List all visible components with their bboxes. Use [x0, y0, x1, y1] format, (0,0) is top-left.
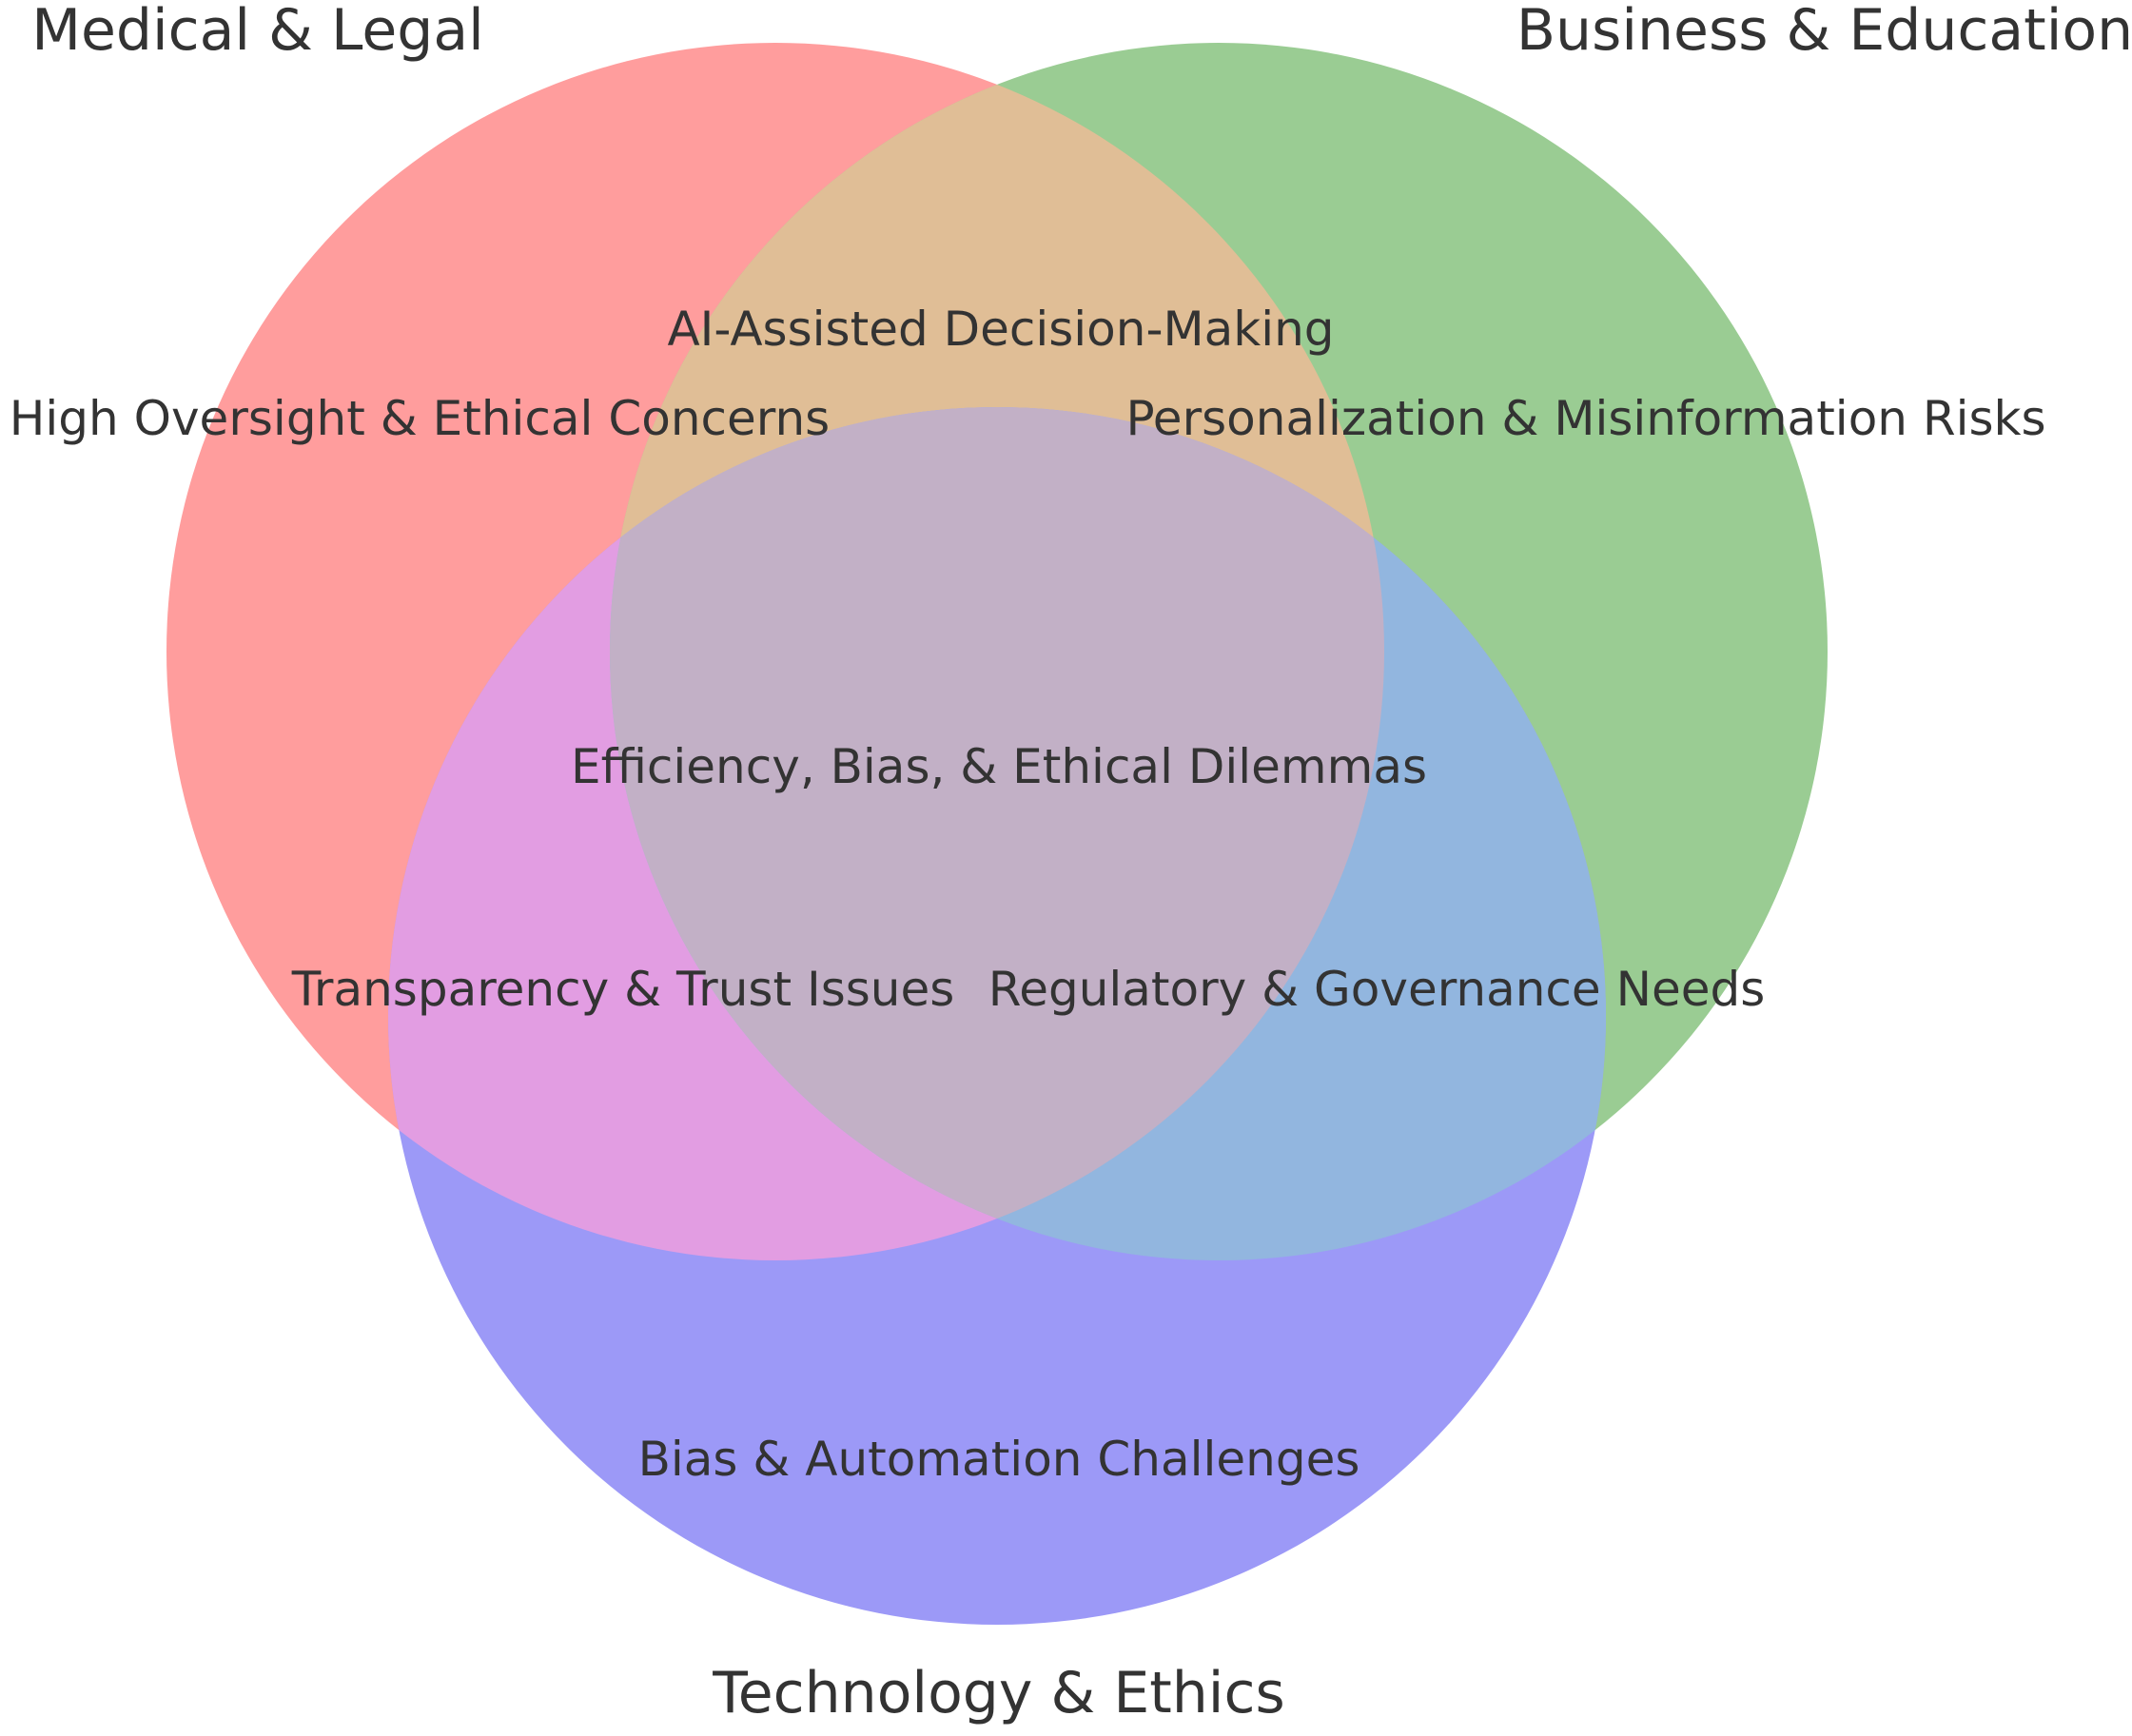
region-label-business-only: Personalization & Misinformation Risks: [1125, 391, 2046, 446]
set-label-business-education: Business & Education: [1516, 0, 2132, 64]
set-label-medical-legal: Medical & Legal: [31, 0, 484, 64]
center-overlap: [610, 407, 1384, 1260]
set-label-technology-ethics: Technology & Ethics: [713, 1660, 1285, 1726]
region-label-medical-technology: Transparency & Trust Issues: [291, 962, 955, 1017]
region-label-all-three: Efficiency, Bias, & Ethical Dilemmas: [570, 739, 1428, 794]
region-label-business-technology: Regulatory & Governance Needs: [988, 962, 1766, 1017]
region-label-technology-only: Bias & Automation Challenges: [637, 1432, 1360, 1487]
region-label-medical-only: High Oversight & Ethical Concerns: [9, 391, 831, 446]
region-label-medical-business: AI-Assisted Decision-Making: [667, 302, 1335, 357]
